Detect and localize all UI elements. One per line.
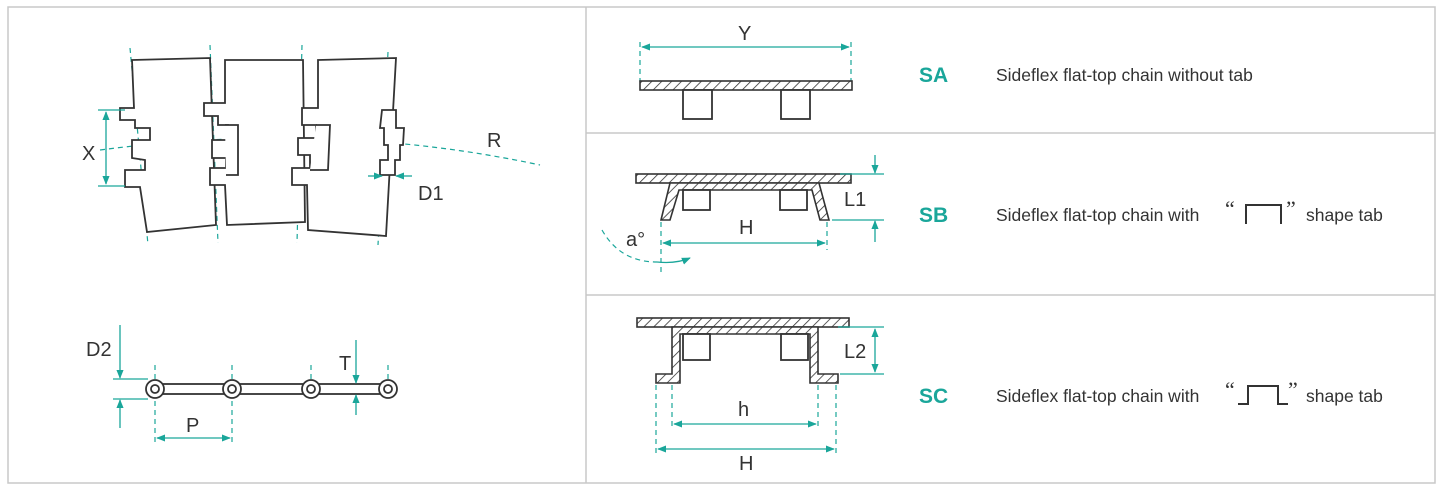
sc-description-suffix: shape tab — [1306, 386, 1383, 406]
r-label: R — [487, 130, 501, 152]
sb-lug-right — [779, 189, 808, 211]
type-sa: Y SA Sideflex flat-top chain without tab — [639, 23, 1253, 120]
d1-label: D1 — [418, 183, 444, 205]
chain-link-3 — [291, 57, 397, 237]
sc-quote-open: “ — [1225, 377, 1235, 402]
pin-2-inner — [227, 384, 237, 394]
l2-label: L2 — [844, 341, 866, 363]
type-sc: L2 h H SC Sideflex flat-top chain with “… — [636, 317, 1383, 475]
sb-description: Sideflex flat-top chain with — [996, 205, 1199, 225]
chain-link-3-notch — [310, 124, 331, 171]
side-view: D2 T P — [86, 325, 398, 445]
t-label: T — [339, 353, 351, 375]
chain-link-2-notch — [225, 124, 239, 176]
sc-code: SC — [919, 385, 948, 408]
top-view: X R D1 — [82, 44, 541, 246]
sb-tab — [659, 182, 831, 221]
angle-label: a° — [626, 229, 645, 251]
side-plate — [149, 383, 393, 395]
sc-tab — [655, 326, 839, 384]
sb-quote-open: “ — [1225, 196, 1235, 221]
sc-inner-label: h — [738, 399, 749, 421]
sa-lug-left — [682, 89, 713, 120]
tab-shape-flanged-icon — [1238, 385, 1288, 405]
sb-top-plate — [635, 173, 852, 184]
x-label: X — [82, 143, 95, 165]
sb-quote-close: ” — [1286, 196, 1296, 221]
sb-description-suffix: shape tab — [1306, 205, 1383, 225]
pin-3-inner — [306, 384, 316, 394]
pin-4-inner — [383, 384, 393, 394]
l1-label: L1 — [844, 189, 866, 211]
sb-h-label: H — [739, 217, 753, 239]
sa-description: Sideflex flat-top chain without tab — [996, 65, 1253, 85]
sa-lug-right — [780, 89, 811, 120]
pin-1-inner — [150, 384, 160, 394]
tab-shape-closed-icon — [1245, 204, 1282, 224]
side-pins — [145, 379, 398, 399]
sc-lug-right — [780, 333, 809, 361]
d2-label: D2 — [86, 339, 112, 361]
sa-code: SA — [919, 64, 948, 87]
chain-link-1 — [119, 57, 217, 233]
sc-top-plate — [636, 317, 850, 328]
sc-outer-label: H — [739, 453, 753, 475]
chain-link-4-edge — [378, 109, 405, 176]
frame — [7, 6, 1436, 484]
sb-lug-left — [682, 189, 711, 211]
y-label: Y — [738, 23, 751, 45]
sa-top-plate — [639, 80, 853, 91]
chain-link-2 — [203, 59, 306, 226]
sc-quote-close: ” — [1288, 377, 1298, 402]
p-label: P — [186, 415, 199, 437]
sb-code: SB — [919, 204, 948, 227]
sc-description: Sideflex flat-top chain with — [996, 386, 1199, 406]
angle-arrow — [656, 257, 691, 265]
sc-lug-left — [682, 333, 711, 361]
type-sb: L1 H a° SB Sideflex flat-top chain with … — [601, 155, 1383, 272]
